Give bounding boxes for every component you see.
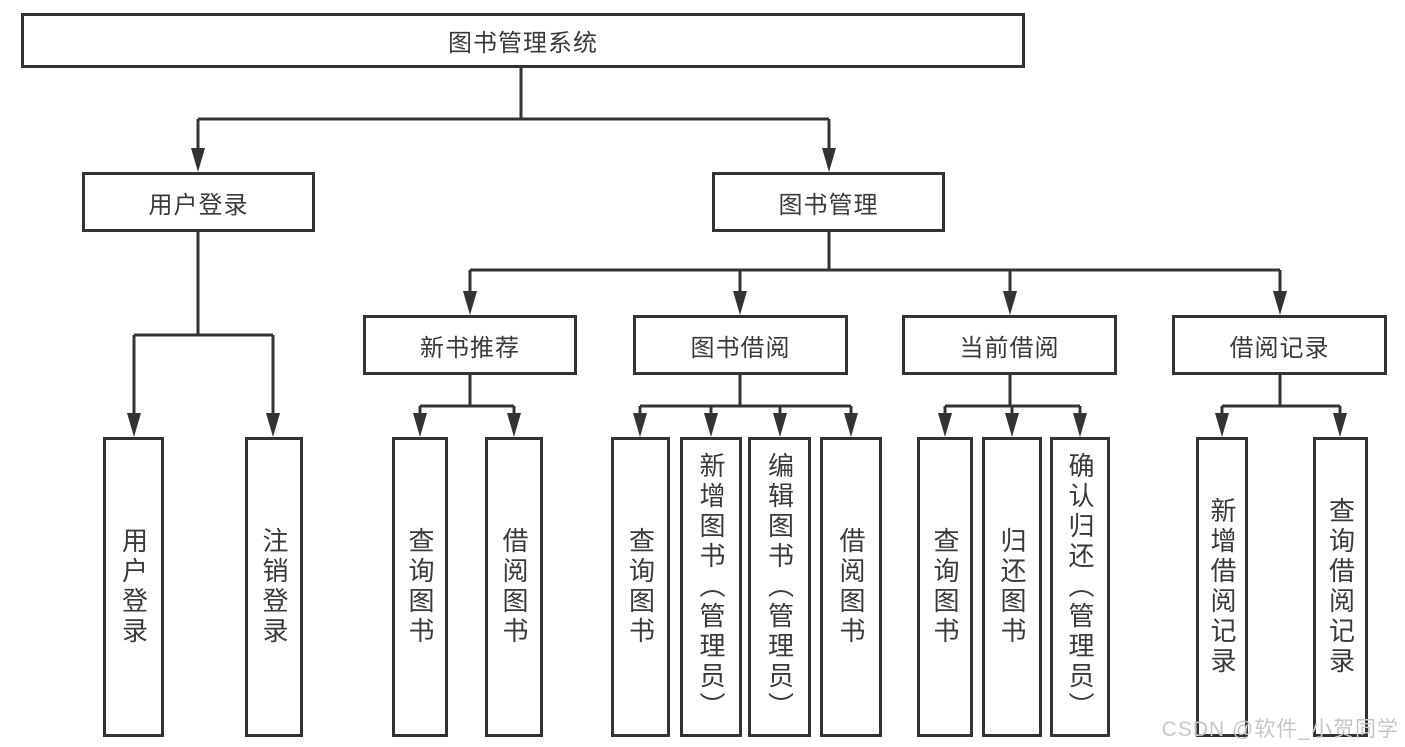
leaf-query-books-current-label: 查询图书 [930,527,960,647]
node-current-borrowing: 当前借阅 [902,315,1117,375]
connector-current-borrowing-to-leaves [938,375,1087,437]
connector-book-borrowing-to-leaves [633,375,858,437]
leaf-logout-label: 注销登录 [259,527,289,647]
node-borrowing-records-label: 借阅记录 [1229,334,1330,362]
connector-new-book-recommendation-to-leaves [413,375,521,437]
leaf-query-borrow-record: 查询借阅记录 [1313,437,1368,737]
node-book-management: 图书管理 [712,172,945,232]
leaf-return-books-label: 归还图书 [997,527,1027,647]
connector-user-login-to-leaves [127,232,280,437]
csdn-watermark: CSDN @软件_小贺同学 [1161,718,1399,741]
leaf-user-login: 用户登录 [103,437,164,737]
leaf-borrow-books-recommend: 借阅图书 [485,437,543,737]
node-user-login: 用户登录 [82,172,315,232]
node-book-borrowing-label: 图书借阅 [690,334,791,362]
leaf-user-login-label: 用户登录 [118,527,149,647]
connector-borrowing-records-to-leaves [1215,375,1347,437]
node-book-management-label: 图书管理 [778,191,879,219]
leaf-add-books-admin: 新增图书（管理员） [680,437,742,737]
leaf-borrow-books-borrowing: 借阅图书 [820,437,882,737]
node-current-borrowing-label: 当前借阅 [959,334,1060,362]
node-borrowing-records: 借阅记录 [1172,315,1387,375]
leaf-query-books-current: 查询图书 [917,437,973,737]
leaf-add-borrow-record-label: 新增借阅记录 [1207,497,1237,677]
leaf-confirm-return-admin-label: 确认归还（管理员） [1065,452,1095,722]
leaf-add-borrow-record: 新增借阅记录 [1196,437,1248,737]
leaf-query-borrow-record-label: 查询借阅记录 [1325,497,1356,677]
leaf-query-books-borrowing: 查询图书 [611,437,670,737]
node-new-book-recommendation-label: 新书推荐 [420,334,520,362]
node-library-system: 图书管理系统 [21,13,1025,68]
connector-root-to-level2 [191,68,836,172]
leaf-query-books-recommend-label: 查询图书 [405,527,435,647]
leaf-edit-books-admin: 编辑图书（管理员） [748,437,811,737]
node-new-book-recommendation: 新书推荐 [363,315,577,375]
leaf-edit-books-admin-label: 编辑图书（管理员） [764,452,795,722]
leaf-borrow-books-recommend-label: 借阅图书 [499,527,529,647]
node-user-login-label: 用户登录 [148,191,249,219]
leaf-logout: 注销登录 [245,437,303,737]
leaf-confirm-return-admin: 确认归还（管理员） [1050,437,1110,737]
node-book-borrowing: 图书借阅 [633,315,848,375]
leaf-add-books-admin-label: 新增图书（管理员） [696,452,726,722]
node-library-system-label: 图书管理系统 [448,30,598,57]
leaf-query-books-borrowing-label: 查询图书 [625,527,656,647]
leaf-query-books-recommend: 查询图书 [392,437,448,737]
connector-book-management-to-level3 [463,232,1287,315]
leaf-borrow-books-borrowing-label: 借阅图书 [836,527,866,647]
leaf-return-books: 归还图书 [982,437,1042,737]
